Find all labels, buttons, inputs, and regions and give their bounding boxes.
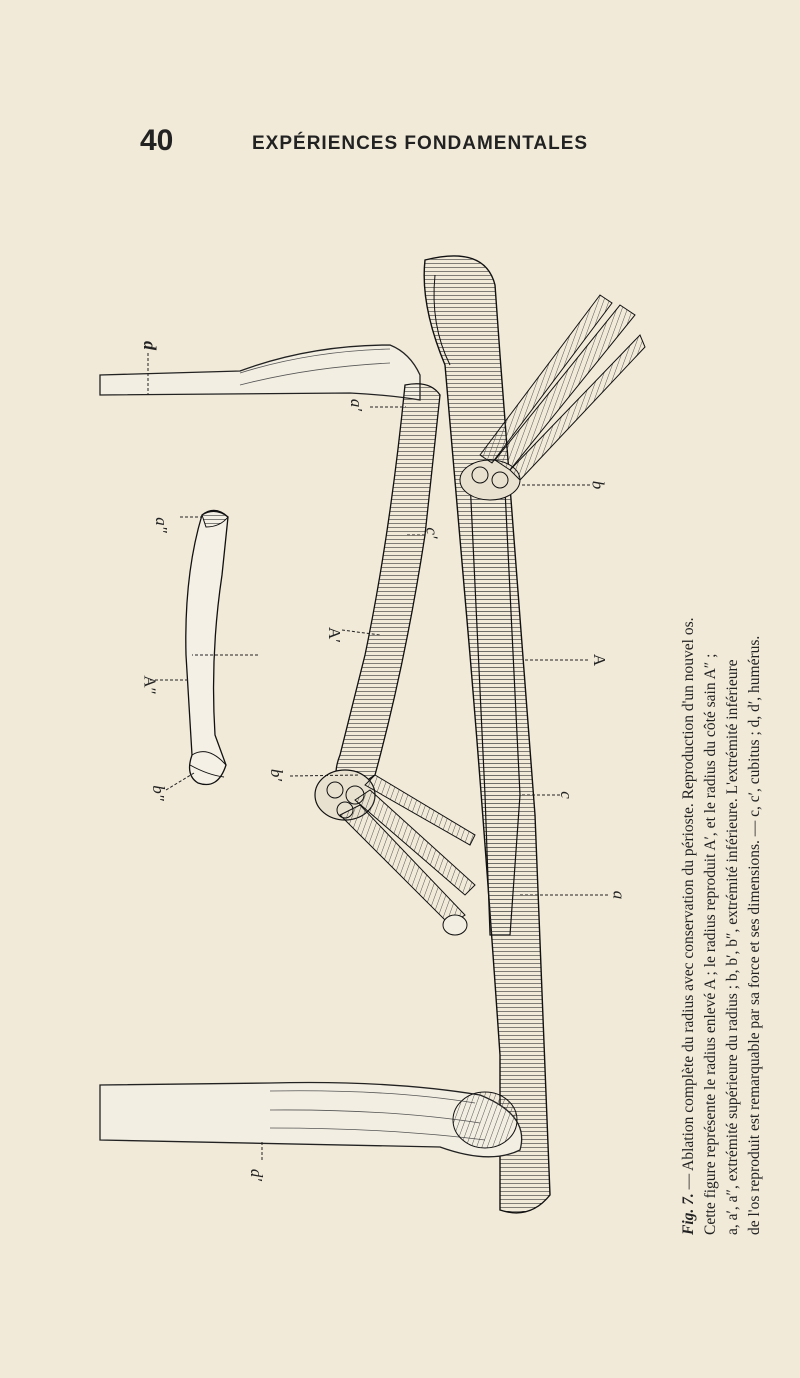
humerus-upper xyxy=(99,344,421,401)
label-a-double-prime: a″ xyxy=(151,517,171,533)
figure-number: Fig. 7. xyxy=(680,1193,697,1235)
caption-line-4: de l'os reproduit est remarquable par sa… xyxy=(746,635,763,1235)
label-c-prime: c′ xyxy=(422,527,442,539)
label-c: c xyxy=(556,791,576,799)
page-header: 40 EXPÉRIENCES FONDAMENTALES xyxy=(0,124,800,160)
removed-radius xyxy=(185,509,229,786)
caption-line-1: Fig. 7. — Ablation complète du radius av… xyxy=(680,617,697,1235)
label-A-double-prime: A″ xyxy=(140,675,160,695)
bone-illustration xyxy=(99,255,646,1214)
healthy-radius xyxy=(459,294,646,936)
caption-line-2: Cette figure représente le radius enlevé… xyxy=(702,653,719,1235)
figure-caption: Fig. 7. — Ablation complète du radius av… xyxy=(678,235,768,1235)
label-a-prime: a′ xyxy=(347,398,367,412)
running-head: EXPÉRIENCES FONDAMENTALES xyxy=(252,133,589,154)
label-a: a xyxy=(609,890,629,900)
caption-line-3: a, a′, a″, extrémité supérieure du radiu… xyxy=(724,659,741,1235)
regenerated-radius xyxy=(314,383,476,936)
label-d: d xyxy=(140,341,160,350)
anatomical-figure: d a″ A″ b″ a′ c′ A′ b′ b A c a d′ xyxy=(90,235,690,1235)
humerus-lower xyxy=(99,1081,523,1158)
label-b-double-prime: b″ xyxy=(148,785,168,801)
label-b: b xyxy=(588,480,608,490)
label-b-prime: b′ xyxy=(267,768,287,782)
label-A: A xyxy=(590,653,610,667)
label-d-prime: d′ xyxy=(247,1168,267,1182)
page-number: 40 xyxy=(140,124,174,157)
label-A-prime: A′ xyxy=(325,627,344,643)
